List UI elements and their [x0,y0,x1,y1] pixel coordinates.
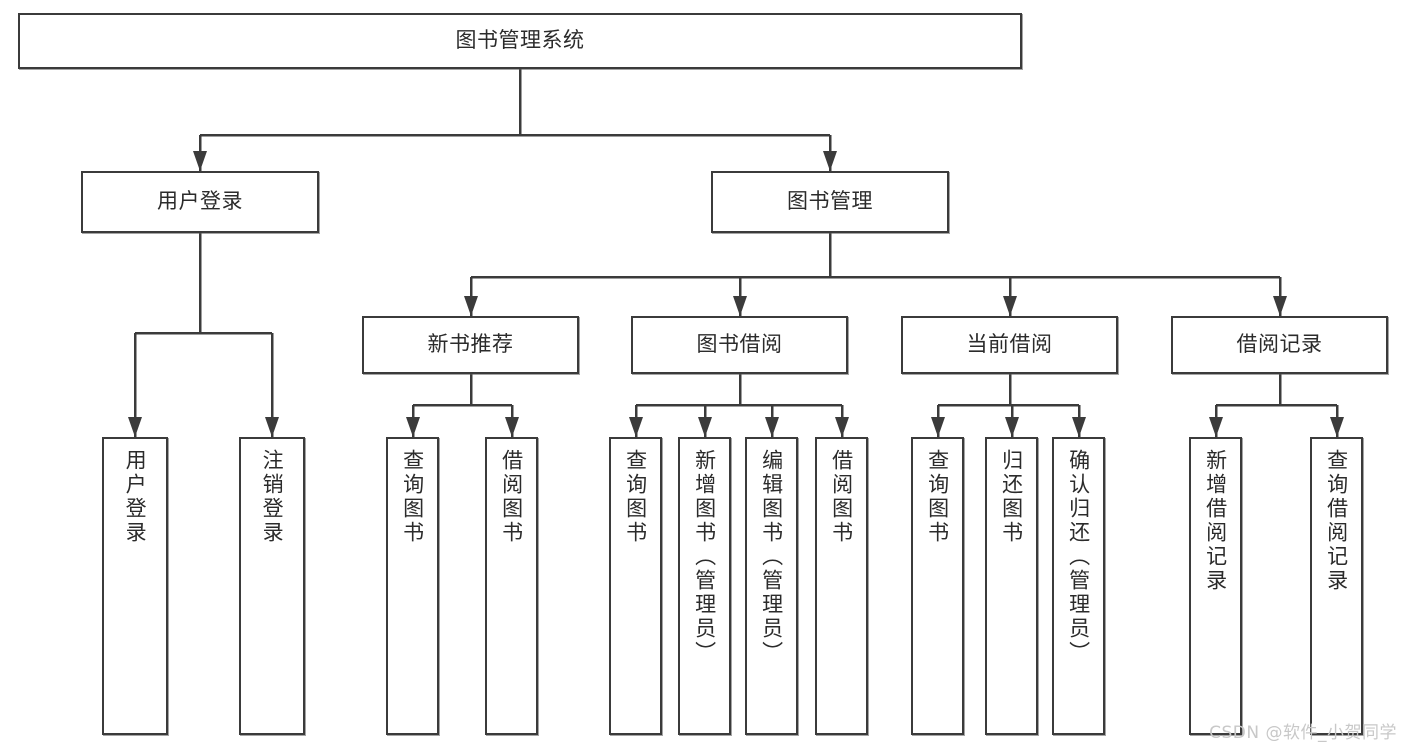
node-current[interactable]: 当前借阅 [901,316,1118,374]
node-label: 注销登录 [260,449,285,545]
node-label: 借阅图书 [499,449,524,545]
node-label: 图书借阅 [696,332,783,357]
arrowhead-icon [128,417,142,437]
arrowhead-icon [505,417,519,437]
node-label: 查询图书 [925,449,950,545]
node-label: 确认归还（管理员） [1066,449,1091,665]
arrowhead-icon [265,417,279,437]
node-root[interactable]: 图书管理系统 [18,13,1022,69]
node-label: 新书推荐 [427,332,514,357]
arrowhead-icon [1072,417,1086,437]
node-label: 图书管理 [787,189,873,214]
node-leaf-new-query[interactable]: 查询图书 [386,437,439,735]
arrowhead-icon [733,296,747,316]
arrowhead-icon [1005,417,1019,437]
node-leaf-rec-add[interactable]: 新增借阅记录 [1189,437,1242,735]
arrowhead-icon [931,417,945,437]
node-borrow[interactable]: 图书借阅 [631,316,848,374]
node-label: 图书管理系统 [455,28,585,53]
node-leaf-br-query[interactable]: 查询图书 [609,437,662,735]
node-leaf-user-login[interactable]: 用户登录 [102,437,168,735]
node-leaf-cur-query[interactable]: 查询图书 [911,437,964,735]
arrowhead-icon [698,417,712,437]
arrowhead-icon [1003,296,1017,316]
arrowhead-icon [1209,417,1223,437]
node-label: 查询借阅记录 [1324,449,1349,593]
node-label: 新增借阅记录 [1203,449,1228,593]
arrowhead-icon [193,151,207,171]
node-leaf-rec-query[interactable]: 查询借阅记录 [1310,437,1363,735]
node-leaf-br-borrow[interactable]: 借阅图书 [815,437,868,735]
node-leaf-cur-return[interactable]: 归还图书 [985,437,1038,735]
node-leaf-cur-confirm[interactable]: 确认归还（管理员） [1052,437,1105,735]
node-label: 用户登录 [123,449,148,545]
node-leaf-user-logout[interactable]: 注销登录 [239,437,305,735]
arrowhead-icon [464,296,478,316]
node-label: 借阅记录 [1236,332,1323,357]
node-bookmgmt[interactable]: 图书管理 [711,171,949,233]
node-label: 新增图书（管理员） [692,449,717,665]
arrowhead-icon [629,417,643,437]
node-label: 当前借阅 [966,332,1053,357]
node-newbook[interactable]: 新书推荐 [362,316,579,374]
node-label: 查询图书 [400,449,425,545]
arrowhead-icon [1273,296,1287,316]
node-label: 借阅图书 [829,449,854,545]
node-label: 归还图书 [999,449,1024,545]
arrowhead-icon [765,417,779,437]
node-leaf-new-borrow[interactable]: 借阅图书 [485,437,538,735]
node-leaf-br-edit[interactable]: 编辑图书（管理员） [745,437,798,735]
arrowhead-icon [406,417,420,437]
arrowhead-icon [835,417,849,437]
node-login[interactable]: 用户登录 [81,171,319,233]
node-leaf-br-add[interactable]: 新增图书（管理员） [678,437,731,735]
arrowhead-icon [1330,417,1344,437]
arrowhead-icon [823,151,837,171]
node-records[interactable]: 借阅记录 [1171,316,1388,374]
node-label: 用户登录 [157,189,243,214]
node-label: 编辑图书（管理员） [759,449,784,665]
node-label: 查询图书 [623,449,648,545]
